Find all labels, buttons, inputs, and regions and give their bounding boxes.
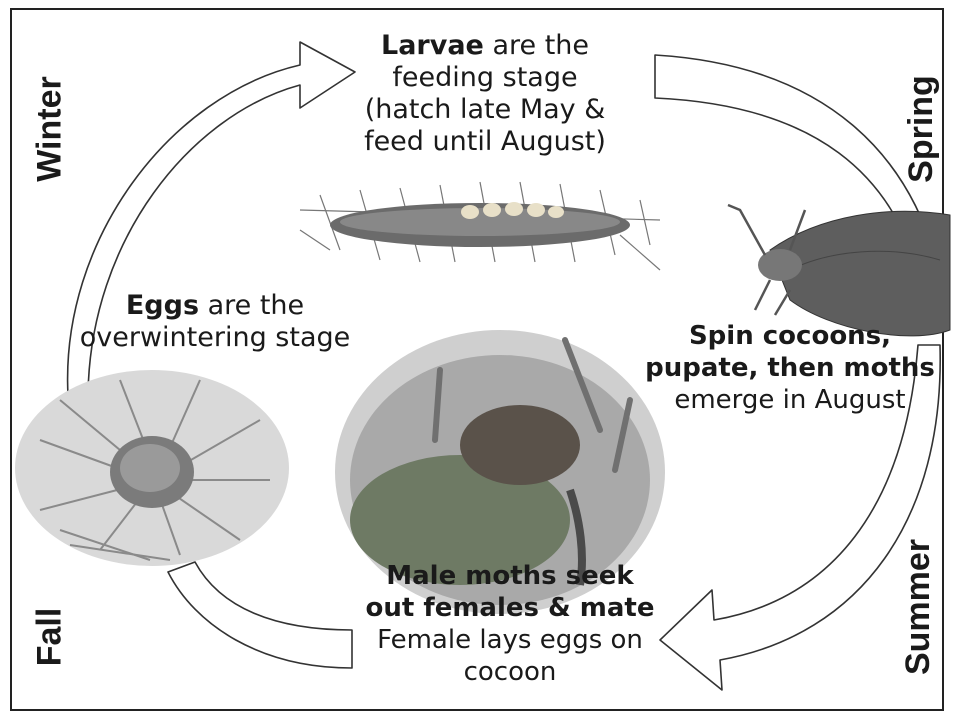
larvae-line-1-rest: are the — [484, 30, 589, 61]
eggs-line-1-rest: are the — [199, 290, 304, 321]
pupae-caption: Spin cocoons, pupate, then moths emerge … — [640, 320, 940, 416]
adults-line-2: out females & mate — [355, 592, 665, 624]
larvae-line-4: feed until August) — [335, 126, 635, 158]
adults-line-1: Male moths seek — [355, 560, 665, 592]
eggs-line-1: Eggs are the — [70, 290, 360, 322]
eggs-line-2: overwintering stage — [70, 322, 360, 354]
season-label-spring: Spring — [904, 75, 938, 183]
egg-mass-illustration — [15, 370, 289, 566]
adults-caption: Male moths seek out females & mate Femal… — [355, 560, 665, 688]
eggs-caption: Eggs are the overwintering stage — [70, 290, 360, 354]
larvae-line-3: (hatch late May & — [335, 94, 635, 126]
adults-line-3: Female lays eggs on — [355, 624, 665, 656]
season-label-fall: Fall — [32, 608, 66, 667]
larvae-line-2: feeding stage — [335, 62, 635, 94]
season-label-summer: Summer — [901, 539, 935, 675]
larvae-line-1: Larvae are the — [335, 30, 635, 62]
caterpillar-illustration — [300, 182, 660, 270]
pupae-line-3: emerge in August — [640, 384, 940, 416]
arrow-fall — [168, 562, 352, 668]
adults-line-4: cocoon — [355, 656, 665, 688]
larvae-caption: Larvae are the feeding stage (hatch late… — [335, 30, 635, 158]
moth-illustration — [728, 205, 950, 336]
larvae-term: Larvae — [381, 30, 484, 61]
season-label-winter: Winter — [33, 76, 67, 181]
eggs-term: Eggs — [126, 290, 199, 321]
pupae-line-1: Spin cocoons, — [640, 320, 940, 352]
pupae-line-2: pupate, then moths — [640, 352, 940, 384]
